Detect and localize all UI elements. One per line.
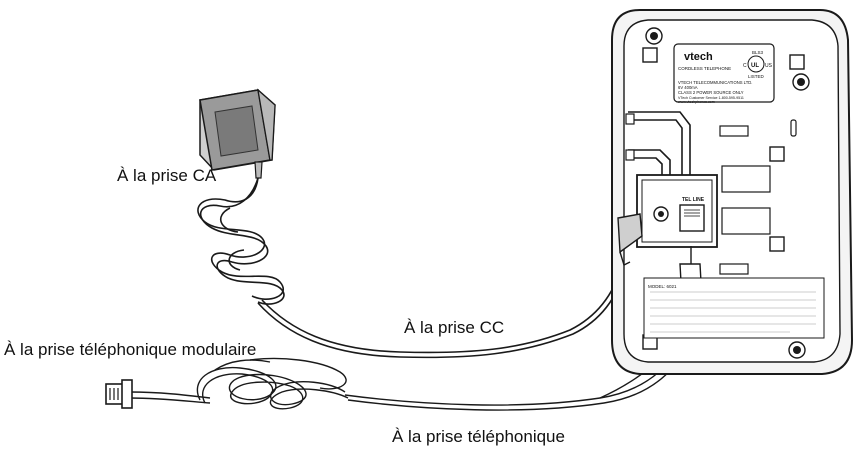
- label-modular-jack: À la prise téléphonique modulaire: [4, 340, 257, 359]
- power-class-text: CLASS 2 POWER SOURCE ONLY: [678, 90, 744, 95]
- cert-c-text: C: [743, 63, 747, 69]
- website-text: www.vtechphones.com: [678, 100, 715, 104]
- telephone-base: [611, 9, 854, 375]
- cert-code-text: BLS3: [752, 50, 764, 55]
- cert-us-text: US: [765, 63, 773, 69]
- company-text: VTECH TELECOMMUNICATIONS LTD.: [678, 80, 752, 85]
- power-cord: [197, 177, 627, 359]
- ac-adapter: [199, 88, 276, 179]
- cert-mark-text: UL: [751, 63, 759, 69]
- rating-text: 6V 400mA: [678, 85, 698, 90]
- cert-listed-text: LISTED: [748, 74, 765, 79]
- tel-line-text: TEL LINE: [682, 197, 705, 203]
- modular-plug: [105, 379, 133, 409]
- label-tel-jack: À la prise téléphonique: [392, 427, 565, 446]
- model-text: MODEL: 6021: [648, 284, 677, 289]
- brand-text: vtech: [684, 51, 713, 63]
- product-text: CORDLESS TELEPHONE: [678, 66, 731, 71]
- label-ac-outlet: À la prise CA: [117, 166, 217, 185]
- customer-service-text: VTech Customer Service 1-800-595-9511: [678, 96, 744, 100]
- label-dc-jack: À la prise CC: [404, 318, 505, 337]
- base-printing: vtech CORDLESS TELEPHONE BLS3 C UL US LI…: [648, 50, 773, 289]
